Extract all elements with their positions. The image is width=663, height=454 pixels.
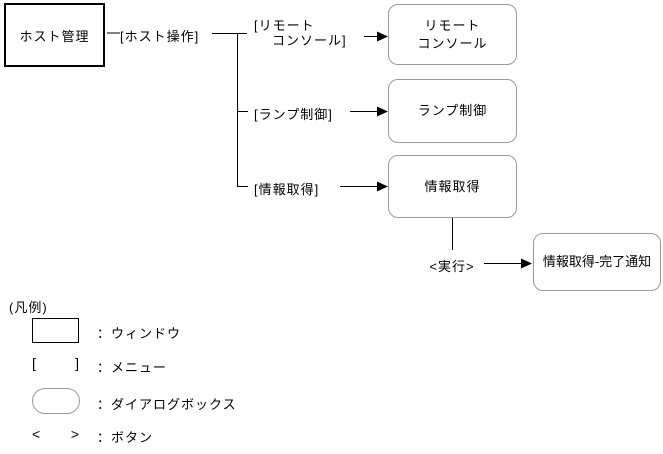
menu-remote-console: [リモート コンソール] bbox=[254, 18, 347, 48]
window-host-management: ホスト管理 bbox=[4, 3, 105, 67]
dialog-remote-console-line2: コンソール bbox=[417, 35, 488, 51]
legend-button-angle-open: < bbox=[32, 426, 41, 442]
legend-window-label: ：ウィンドウ bbox=[97, 326, 182, 341]
legend-menu-bracket-open: [ bbox=[32, 355, 36, 371]
legend-button-angle-close: > bbox=[70, 426, 79, 442]
legend-button-symbol: < > bbox=[32, 426, 79, 442]
arrowhead-lamp bbox=[377, 106, 388, 117]
menu-lamp-control: [ランプ制御] bbox=[254, 107, 333, 122]
legend-button-label: ：ボタン bbox=[97, 430, 154, 445]
menu-remote-console-line2: コンソール] bbox=[272, 33, 347, 48]
arrowhead-remote bbox=[377, 31, 388, 42]
arrowhead-exec bbox=[521, 258, 532, 269]
dialog-remote-console-line1: リモート bbox=[424, 17, 481, 33]
window-host-management-label: ホスト管理 bbox=[19, 28, 90, 44]
legend-window-symbol bbox=[32, 318, 79, 343]
menu-info-acquisition: [情報取得] bbox=[254, 182, 320, 197]
arrowhead-info bbox=[377, 181, 388, 192]
dialog-info-acquisition: 情報取得 bbox=[388, 155, 517, 218]
dialog-lamp-control: ランプ制御 bbox=[388, 79, 517, 143]
legend-menu-symbol: [ ] bbox=[32, 355, 79, 371]
dialog-info-complete-notice-label: 情報取得-完了通知 bbox=[542, 254, 652, 269]
menu-host-operation: [ホスト操作] bbox=[120, 29, 200, 44]
dialog-remote-console: リモート コンソール bbox=[388, 4, 517, 65]
menu-remote-console-line1: [リモート bbox=[254, 18, 315, 33]
dialog-info-complete-notice: 情報取得-完了通知 bbox=[533, 233, 661, 291]
legend-title: (凡例) bbox=[9, 300, 48, 315]
dialog-lamp-control-label: ランプ制御 bbox=[417, 103, 488, 118]
legend-menu-bracket-close: ] bbox=[75, 355, 79, 371]
legend-menu-label: ：メニュー bbox=[97, 360, 168, 375]
legend-dialog-label: ：ダイアログボックス bbox=[97, 397, 237, 412]
dialog-info-acquisition-label: 情報取得 bbox=[424, 178, 481, 194]
legend-dialog-symbol bbox=[32, 388, 80, 414]
button-execute: <実行> bbox=[429, 259, 475, 274]
